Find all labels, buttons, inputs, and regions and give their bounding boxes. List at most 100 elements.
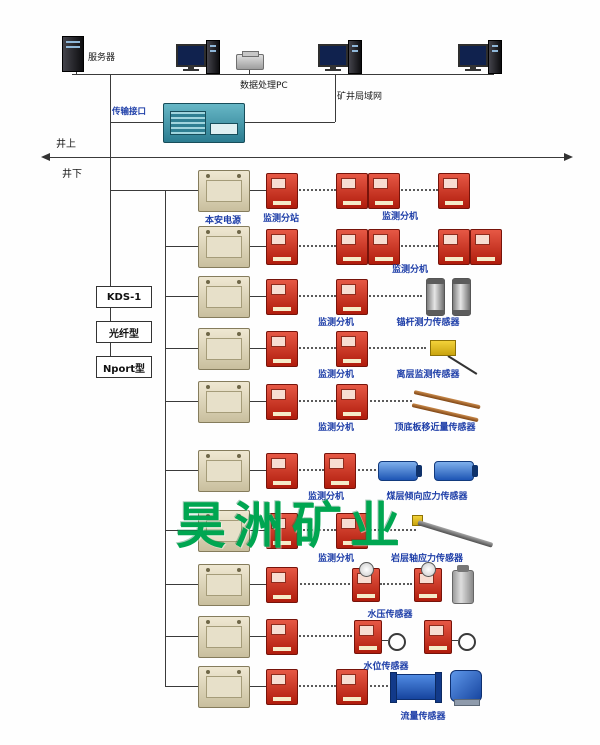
- transmission-interface-device: [163, 103, 245, 143]
- branch-line: [165, 296, 198, 297]
- branch-line: [165, 246, 198, 247]
- coal-stress-sensor: [434, 461, 478, 481]
- monitor-station-box: [266, 173, 298, 209]
- power-supply-box: [198, 328, 250, 370]
- dotted-link: [296, 245, 336, 247]
- below-ground-label: 井下: [62, 169, 82, 180]
- sensor-label: 顶底板移近量传感器: [394, 423, 476, 433]
- branch-line: [165, 584, 198, 585]
- dotted-link: [296, 635, 352, 637]
- sensor-label: 锚杆测力传感器: [396, 318, 460, 328]
- branch-line: [110, 190, 198, 191]
- monitor-slave-box: [438, 173, 470, 209]
- power-supply-box: [198, 510, 250, 552]
- water-pressure-sensor: [414, 562, 442, 602]
- pc-tower-icon: [206, 40, 220, 74]
- monitor-station-box: [266, 669, 298, 705]
- connector-line: [248, 348, 266, 349]
- sensor-label: 煤层倾向应力传感器: [386, 492, 468, 502]
- left-trunk-line: [110, 74, 111, 375]
- arrow-right-icon: [564, 153, 573, 161]
- dotted-link: [296, 685, 336, 687]
- pc-tower-icon: [348, 40, 362, 74]
- pressure-transmitter: [452, 565, 474, 604]
- connector-line: [248, 296, 266, 297]
- anchor-force-sensor: [452, 278, 471, 316]
- branch-line: [165, 470, 198, 471]
- above-ground-label: 井上: [56, 139, 76, 150]
- water-pressure-sensor: [352, 562, 380, 602]
- connector-line: [110, 122, 163, 123]
- slave-label: 监测分机: [307, 492, 344, 502]
- power-supply-box: [198, 381, 250, 423]
- tag-fiber-type: 光纤型: [96, 321, 152, 343]
- tag-kds1: KDS-1: [96, 286, 152, 308]
- power-supply-box: [198, 226, 250, 268]
- branch-line: [165, 401, 198, 402]
- underground-bus-line: [165, 190, 166, 686]
- monitor-slave-box: [368, 173, 400, 209]
- dotted-link: [398, 189, 438, 191]
- slave-label: 监测分机: [317, 554, 354, 564]
- anchor-force-sensor: [426, 278, 445, 316]
- monitor-station-box: [266, 279, 298, 315]
- connector-line: [335, 74, 336, 122]
- ground-divider-line: [48, 157, 566, 158]
- dotted-link: [296, 347, 336, 349]
- power-supply-box: [198, 666, 250, 708]
- monitor-slave-box: [368, 229, 400, 265]
- monitor-station-box: [266, 384, 298, 420]
- cable-coil: [388, 633, 406, 651]
- monitor-slave-box: [336, 669, 368, 705]
- branch-line: [165, 686, 198, 687]
- water-level-sensor: [424, 620, 452, 654]
- branch-line: [165, 348, 198, 349]
- slave-label: 监测分机: [381, 212, 418, 222]
- dotted-link: [296, 583, 350, 585]
- sensor-label: 流量传感器: [400, 712, 446, 722]
- cable-coil: [458, 633, 476, 651]
- pc-tower-icon: [488, 40, 502, 74]
- monitor-slave-box: [324, 453, 356, 489]
- connector-line: [248, 584, 266, 585]
- server-label: 服务器: [88, 53, 116, 63]
- transmission-interface-label: 传输接口: [112, 107, 147, 117]
- monitor-station-box: [266, 229, 298, 265]
- sensor-label: 水压传感器: [367, 610, 413, 620]
- connector-line: [248, 530, 266, 531]
- slave-label: 监测分机: [317, 423, 354, 433]
- monitor-slave-box: [336, 229, 368, 265]
- branch-line: [165, 530, 198, 531]
- dotted-link: [296, 295, 336, 297]
- dotted-link: [296, 529, 336, 531]
- power-supply-box: [198, 450, 250, 492]
- dotted-link: [380, 583, 412, 585]
- monitor-station-box: [266, 331, 298, 367]
- flow-meter: [450, 670, 482, 706]
- connector-line: [249, 68, 250, 74]
- monitor-icon: [458, 44, 488, 71]
- coal-stress-sensor: [378, 461, 422, 481]
- water-level-sensor: [354, 620, 382, 654]
- power-supply-box: [198, 616, 250, 658]
- monitor-station-box: [266, 453, 298, 489]
- monitor-station-box: [266, 513, 298, 549]
- watermark-text: 昊洲矿业: [176, 496, 408, 555]
- connector-line: [248, 401, 266, 402]
- dotted-link: [296, 189, 336, 191]
- connector-line: [248, 246, 266, 247]
- rock-stress-sensor: [417, 520, 494, 548]
- sensor-label: 岩层轴应力传感器: [390, 554, 463, 564]
- dotted-link: [366, 347, 426, 349]
- connector-line: [243, 122, 335, 123]
- power-supply-box: [198, 276, 250, 318]
- surface-bus-line: [72, 74, 494, 75]
- monitor-slave-box: [336, 384, 368, 420]
- server-icon: [62, 36, 84, 72]
- monitor-slave-box: [336, 331, 368, 367]
- connector-line: [248, 190, 266, 191]
- power-supply-box: [198, 564, 250, 606]
- monitor-icon: [176, 44, 206, 71]
- power-supply-box: [198, 170, 250, 212]
- sensor-label: 水位传感器: [363, 662, 409, 672]
